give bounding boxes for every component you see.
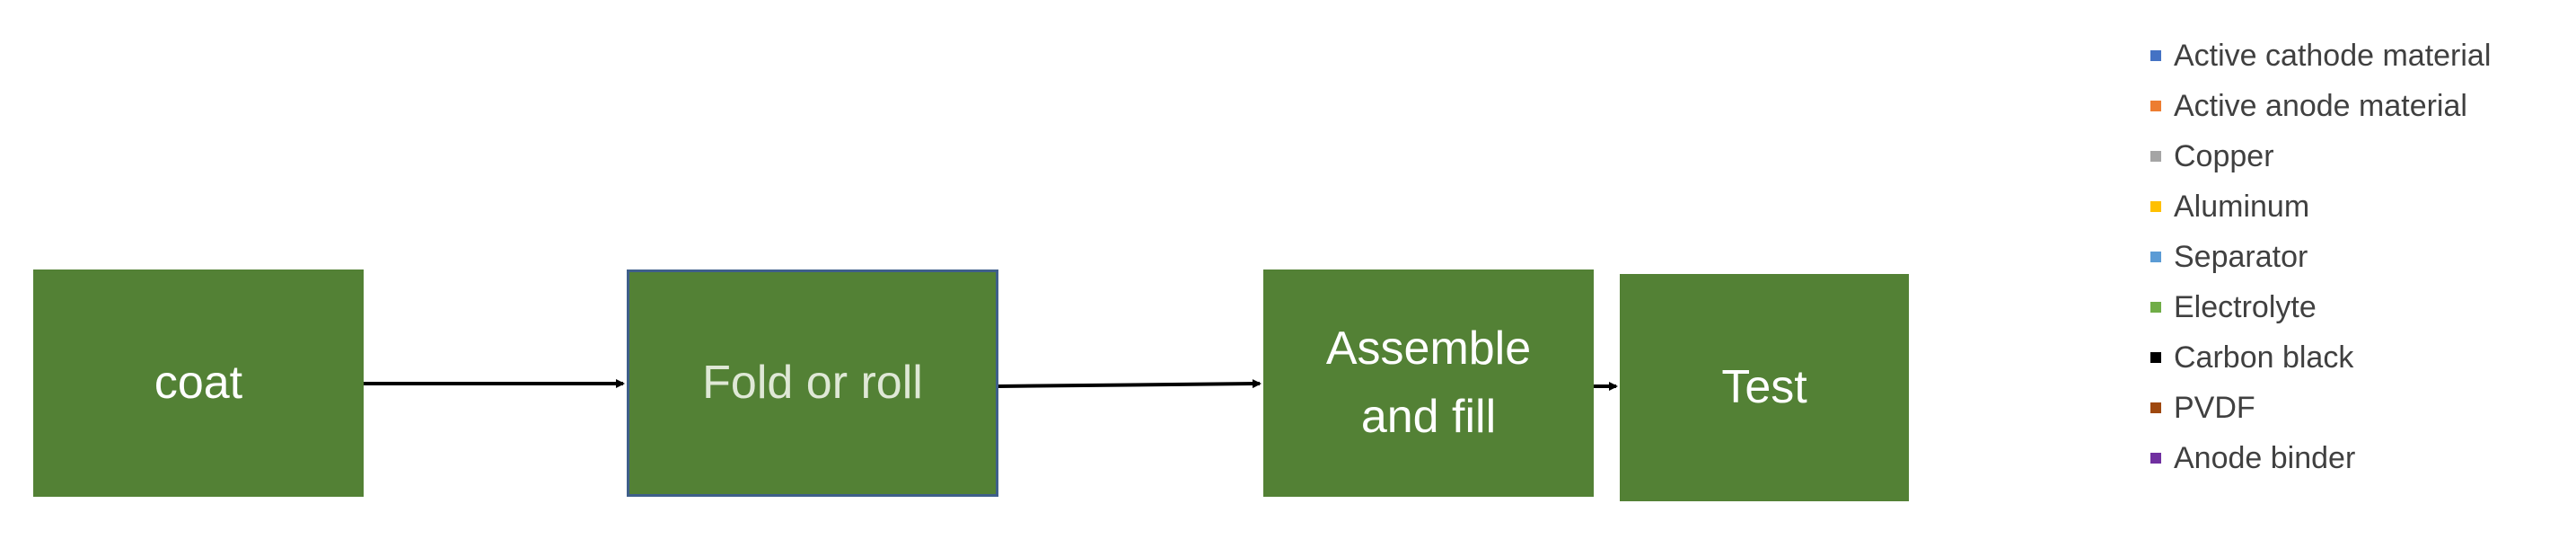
legend: Active cathode material Active anode mat… <box>2150 31 2491 483</box>
legend-item: Aluminum <box>2150 181 2491 232</box>
legend-label: Active cathode material <box>2174 38 2492 73</box>
process-step-test: Test <box>1620 274 1909 501</box>
legend-label: PVDF <box>2174 390 2255 425</box>
legend-swatch <box>2150 402 2161 413</box>
legend-swatch <box>2150 201 2161 212</box>
legend-item: Separator <box>2150 232 2491 282</box>
step-label: Test <box>1721 360 1807 413</box>
legend-item: Active anode material <box>2150 81 2491 131</box>
legend-label: Carbon black <box>2174 340 2354 375</box>
legend-label: Copper <box>2174 138 2274 173</box>
legend-swatch <box>2150 302 2161 313</box>
process-step-coat: coat <box>33 270 364 497</box>
legend-item: Electrolyte <box>2150 282 2491 332</box>
step-label: coat <box>154 356 243 409</box>
legend-label: Active anode material <box>2174 88 2467 123</box>
legend-label: Aluminum <box>2174 189 2310 224</box>
legend-item: PVDF <box>2150 383 2491 433</box>
legend-swatch <box>2150 453 2161 464</box>
legend-swatch <box>2150 252 2161 262</box>
legend-swatch <box>2150 50 2161 61</box>
legend-swatch <box>2150 101 2161 111</box>
process-step-assemble-and-fill: Assemble and fill <box>1263 270 1594 497</box>
arrow-fold-to-assemble <box>998 379 1262 389</box>
legend-item: Carbon black <box>2150 332 2491 383</box>
legend-swatch <box>2150 352 2161 363</box>
step-label: Fold or roll <box>702 356 923 409</box>
process-step-fold-or-roll: Fold or roll <box>627 270 998 497</box>
step-label: Assemble and fill <box>1325 323 1532 443</box>
legend-swatch <box>2150 151 2161 162</box>
legend-item: Anode binder <box>2150 433 2491 483</box>
legend-item: Active cathode material <box>2150 31 2491 81</box>
legend-label: Electrolyte <box>2174 289 2317 324</box>
legend-item: Copper <box>2150 131 2491 181</box>
legend-label: Anode binder <box>2174 440 2356 475</box>
legend-label: Separator <box>2174 239 2308 274</box>
